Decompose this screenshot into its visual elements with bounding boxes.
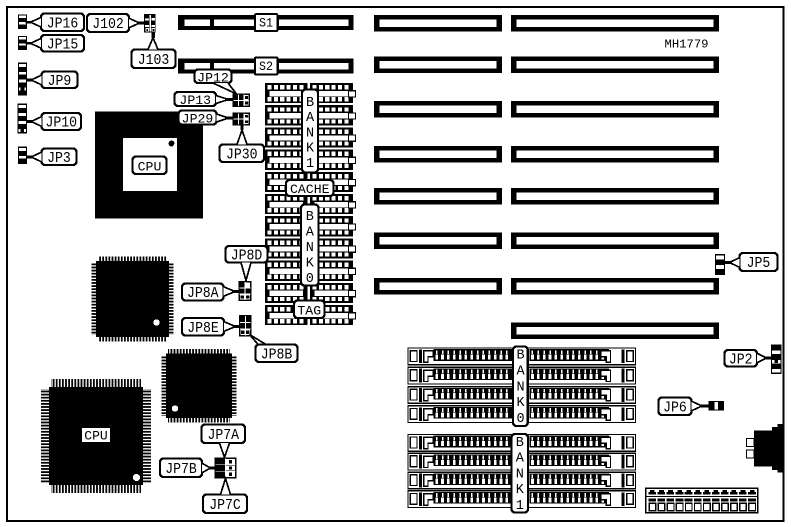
svg-text:JP30: JP30: [226, 146, 258, 163]
svg-text:JP7B: JP7B: [165, 461, 197, 478]
svg-text:S2: S2: [259, 60, 273, 74]
svg-text:B: B: [516, 436, 524, 451]
svg-text:N: N: [306, 126, 314, 141]
svg-text:K: K: [516, 396, 525, 411]
svg-text:JP7A: JP7A: [207, 427, 239, 444]
svg-text:A: A: [516, 452, 525, 467]
svg-text:N: N: [516, 380, 524, 395]
svg-text:CACHE: CACHE: [290, 182, 330, 197]
svg-text:JP6: JP6: [663, 399, 687, 416]
svg-text:JP5: JP5: [747, 255, 771, 272]
svg-text:JP13: JP13: [179, 93, 211, 108]
svg-text:N: N: [306, 241, 314, 256]
svg-text:B: B: [306, 96, 314, 111]
svg-text:JP8A: JP8A: [187, 285, 219, 302]
svg-text:1: 1: [516, 499, 524, 514]
svg-text:1: 1: [306, 157, 314, 172]
svg-text:JP29: JP29: [182, 112, 214, 127]
svg-text:0: 0: [516, 412, 524, 427]
svg-text:J103: J103: [138, 52, 170, 69]
svg-text:0: 0: [306, 272, 314, 287]
svg-text:JP2: JP2: [729, 351, 753, 368]
svg-text:J102: J102: [92, 16, 124, 33]
svg-text:CPU: CPU: [138, 159, 162, 174]
svg-text:TAG: TAG: [297, 303, 321, 318]
svg-text:K: K: [516, 483, 525, 498]
svg-text:JP9: JP9: [48, 73, 72, 90]
svg-text:B: B: [306, 210, 314, 225]
svg-text:JP15: JP15: [47, 36, 79, 53]
svg-text:JP10: JP10: [45, 115, 77, 132]
svg-text:MH1779: MH1779: [665, 38, 709, 52]
svg-text:JP16: JP16: [47, 15, 79, 32]
svg-text:K: K: [306, 142, 315, 157]
svg-text:JP12: JP12: [197, 70, 229, 85]
svg-text:A: A: [306, 111, 315, 126]
svg-text:A: A: [516, 364, 525, 379]
svg-text:JP7C: JP7C: [209, 497, 241, 514]
svg-text:A: A: [306, 226, 315, 241]
svg-text:JP8D: JP8D: [231, 247, 263, 264]
svg-text:JP8E: JP8E: [187, 320, 219, 337]
svg-text:CPU: CPU: [84, 429, 108, 444]
svg-text:B: B: [516, 349, 524, 364]
svg-text:N: N: [516, 467, 524, 482]
svg-text:S1: S1: [259, 17, 273, 31]
svg-text:JP8B: JP8B: [261, 346, 293, 363]
svg-text:K: K: [306, 257, 315, 272]
svg-text:JP3: JP3: [47, 150, 71, 167]
